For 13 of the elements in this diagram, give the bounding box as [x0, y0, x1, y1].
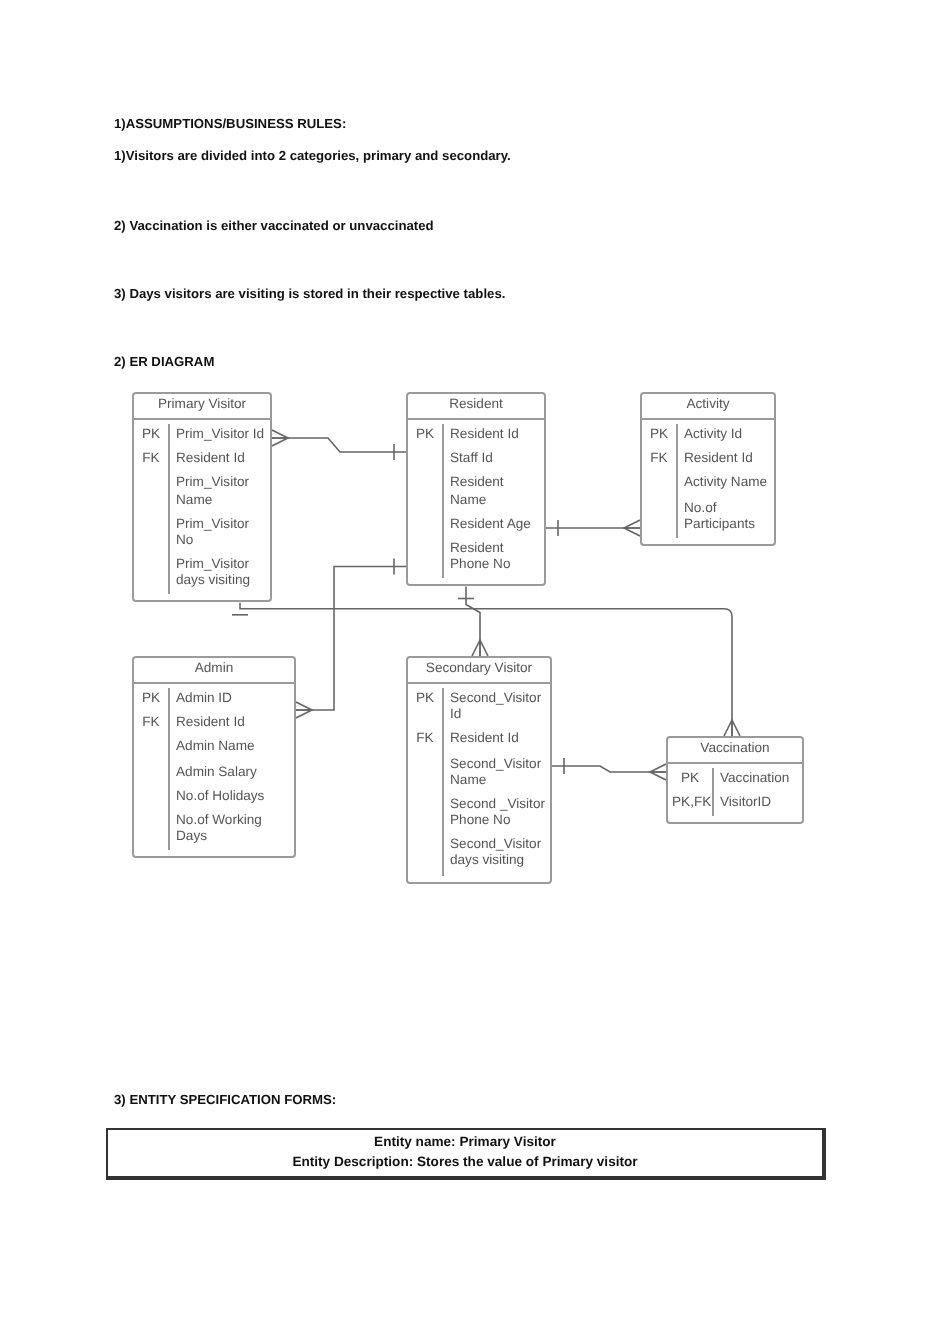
- entity-table: [406, 392, 546, 587]
- specification-table: [106, 1128, 826, 1181]
- relationship-line: [295, 557, 407, 719]
- entity-table: [406, 656, 552, 884]
- entity-table: [666, 736, 804, 825]
- relationship-line: [545, 519, 641, 537]
- relationship-line: [457, 585, 489, 657]
- relationship-line: [231, 602, 741, 737]
- relationship-line: [271, 429, 407, 461]
- entity-table: [132, 656, 296, 859]
- relationship-line: [551, 757, 667, 781]
- entity-table: [640, 392, 776, 546]
- entity-table: [132, 392, 272, 603]
